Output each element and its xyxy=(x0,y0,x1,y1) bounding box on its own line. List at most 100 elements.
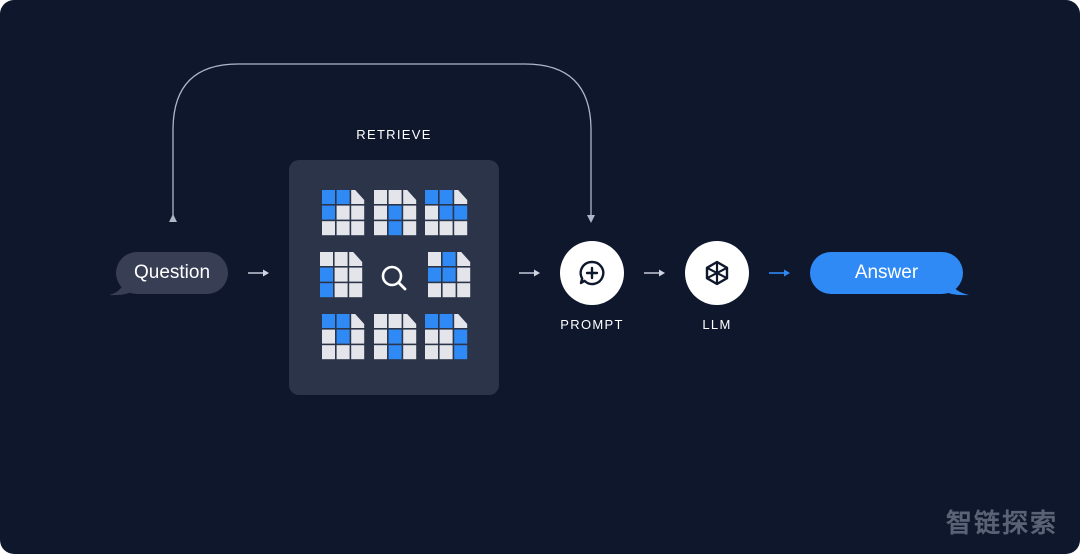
document-cell xyxy=(454,221,468,236)
question-to-prompt-arc xyxy=(172,63,592,220)
llm-label: LLM xyxy=(702,317,732,332)
cube-icon xyxy=(705,260,729,286)
watermark: 智链探索 xyxy=(945,508,1058,538)
answer-bubble: Answer xyxy=(810,252,963,294)
document-cell xyxy=(322,221,335,236)
document-cell xyxy=(388,190,402,204)
document-cell xyxy=(425,205,438,220)
document-cell xyxy=(374,329,387,344)
document-cell xyxy=(425,329,438,344)
document-cell xyxy=(388,205,402,220)
prompt-node xyxy=(560,241,624,305)
document-corner xyxy=(457,252,471,266)
question-bubble: Question xyxy=(116,252,228,294)
document-cell xyxy=(439,190,453,204)
arrow-prompt-llm xyxy=(644,269,665,277)
document-cell xyxy=(439,329,453,344)
document-cell xyxy=(322,345,335,360)
document-cell xyxy=(334,252,348,266)
document-cell xyxy=(457,267,471,282)
document-cell xyxy=(336,221,350,236)
document-cell xyxy=(320,267,333,282)
document-icon xyxy=(322,314,365,360)
document-cell xyxy=(388,345,402,360)
document-cell xyxy=(322,190,335,204)
document-icon xyxy=(374,190,417,236)
document-cell xyxy=(351,221,365,236)
document-corner xyxy=(349,252,363,266)
question-text: Question xyxy=(133,262,211,283)
document-cell xyxy=(336,314,350,328)
document-cell xyxy=(336,190,350,204)
document-cell xyxy=(322,329,335,344)
document-cell xyxy=(428,283,441,298)
document-icon xyxy=(425,190,468,236)
document-cell xyxy=(336,205,350,220)
document-cell xyxy=(454,345,468,360)
document-cell xyxy=(403,205,417,220)
document-cell xyxy=(322,205,335,220)
llm-node xyxy=(685,241,749,305)
document-cell xyxy=(374,205,387,220)
document-icon xyxy=(320,252,363,298)
document-cell xyxy=(374,190,387,204)
document-corner xyxy=(351,314,365,328)
document-cell xyxy=(351,345,365,360)
document-cell xyxy=(439,205,453,220)
document-cell xyxy=(428,252,441,266)
document-cell xyxy=(388,314,402,328)
document-icon xyxy=(425,314,468,360)
document-cell xyxy=(425,314,438,328)
chat-plus-icon xyxy=(579,260,605,286)
document-cell xyxy=(454,205,468,220)
document-cell xyxy=(351,329,365,344)
document-cell xyxy=(428,267,441,282)
document-cell xyxy=(336,345,350,360)
document-cell xyxy=(442,283,456,298)
document-cell xyxy=(374,314,387,328)
arc-start-arrowhead xyxy=(169,214,177,222)
document-corner xyxy=(403,190,417,204)
prompt-label: PROMPT xyxy=(560,317,624,332)
document-cell xyxy=(439,221,453,236)
document-corner xyxy=(403,314,417,328)
arrow-retrieve-prompt xyxy=(519,269,540,277)
document-grid-icon xyxy=(320,190,471,360)
document-cell xyxy=(442,267,456,282)
document-cell xyxy=(403,345,417,360)
document-cell xyxy=(334,283,348,298)
arrow-question-retrieve xyxy=(248,269,269,277)
document-icon xyxy=(374,314,417,360)
document-cell xyxy=(425,345,438,360)
document-corner xyxy=(454,190,468,204)
document-cell xyxy=(457,283,471,298)
document-cell xyxy=(425,221,438,236)
document-cell xyxy=(442,252,456,266)
document-icon xyxy=(322,190,365,236)
document-cell xyxy=(454,329,468,344)
document-cell xyxy=(349,267,363,282)
document-cell xyxy=(374,221,387,236)
document-cell xyxy=(403,329,417,344)
retrieve-box xyxy=(289,160,499,395)
document-cell xyxy=(334,267,348,282)
document-cell xyxy=(349,283,363,298)
document-cell xyxy=(439,345,453,360)
document-cell xyxy=(388,221,402,236)
document-cell xyxy=(403,221,417,236)
retrieve-label: RETRIEVE xyxy=(356,127,432,142)
search-icon xyxy=(381,265,407,291)
document-corner xyxy=(454,314,468,328)
document-cell xyxy=(425,190,438,204)
document-cell xyxy=(374,345,387,360)
answer-text: Answer xyxy=(854,262,919,283)
document-cell xyxy=(388,329,402,344)
document-cell xyxy=(351,205,365,220)
document-cell xyxy=(439,314,453,328)
document-cell xyxy=(320,283,333,298)
document-icon xyxy=(428,252,471,298)
document-corner xyxy=(351,190,365,204)
document-cell xyxy=(320,252,333,266)
document-cell xyxy=(322,314,335,328)
